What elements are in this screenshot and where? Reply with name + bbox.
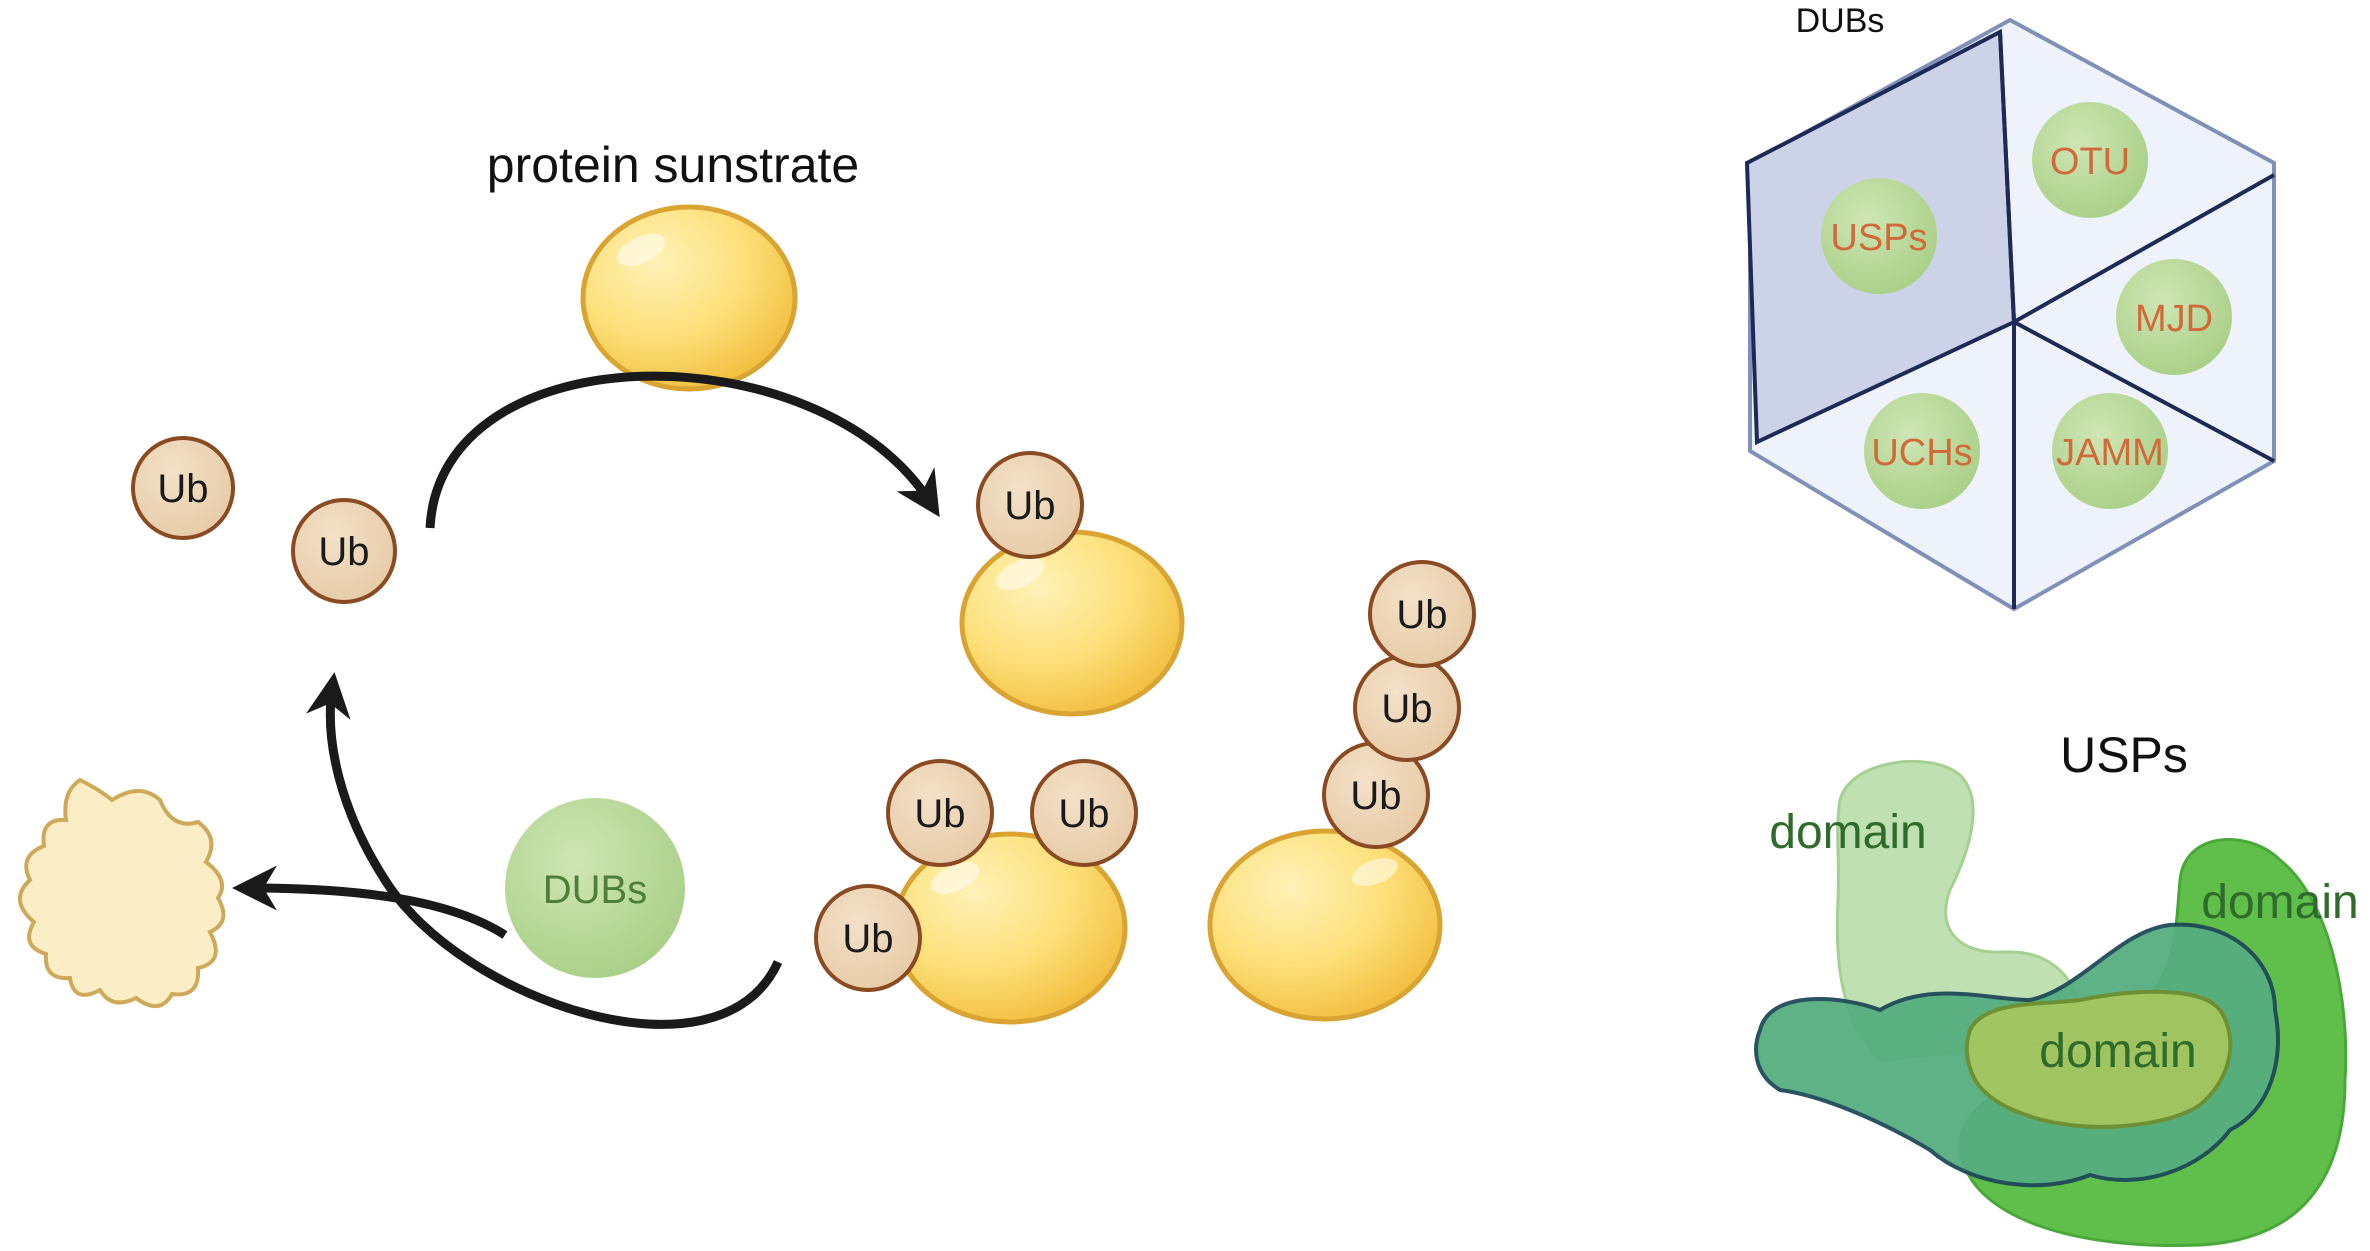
degraded-protein <box>18 777 226 1008</box>
ubiquitination-arrow <box>425 371 940 529</box>
domain-label-center: domain <box>2039 1025 2196 1078</box>
hex-cell-mjd: MJD <box>2135 298 2213 340</box>
ub-label: Ub <box>1058 792 1109 836</box>
ub-label: Ub <box>1381 687 1432 731</box>
free-ub-2: Ub <box>291 498 397 604</box>
dubs-enzyme-label: DUBs <box>543 868 647 912</box>
deubiquitination-arrow <box>305 672 783 1029</box>
multi-ubiquitinated-substrate: Ub Ub Ub <box>814 759 1138 1025</box>
poly-ubiquitinated-substrate: Ub Ub Ub <box>1207 560 1476 1022</box>
usps-domain-structure: USPs domain domain domain <box>1754 727 2359 1248</box>
protein-substrate <box>580 204 798 392</box>
ub-label: Ub <box>914 792 965 836</box>
mono-ubiquitinated-substrate: Ub <box>959 451 1185 717</box>
hex-cell-uchs: UCHs <box>1871 432 1972 474</box>
domain-light-green <box>1835 759 2087 1062</box>
degradation-arrow <box>232 865 508 939</box>
dubs-enzyme: DUBs <box>505 798 685 978</box>
usps-heading: USPs <box>2060 727 2188 783</box>
ub-label: Ub <box>1350 774 1401 818</box>
ub-label: Ub <box>1396 593 1447 637</box>
diagram-title: protein sunstrate <box>487 137 859 193</box>
domain-label-right: domain <box>2201 876 2358 929</box>
domain-olive <box>1964 989 2233 1129</box>
free-ub-1: Ub <box>131 436 235 540</box>
ub-label: Ub <box>157 467 208 511</box>
ub-label: Ub <box>1004 484 1055 528</box>
hex-cell-otu: OTU <box>2050 141 2130 183</box>
domain-label-left: domain <box>1769 806 1926 859</box>
hex-cell-jamm: JAMM <box>2056 432 2164 474</box>
hex-cell-usps: USPs <box>1830 217 1927 259</box>
ub-label: Ub <box>318 530 369 574</box>
dubs-family-heading: DUBs <box>1796 2 1885 40</box>
dubs-family-hexagon: DUBs USPs OTU MJD JAMM UCHs <box>1744 2 2276 612</box>
ub-label: Ub <box>842 917 893 961</box>
